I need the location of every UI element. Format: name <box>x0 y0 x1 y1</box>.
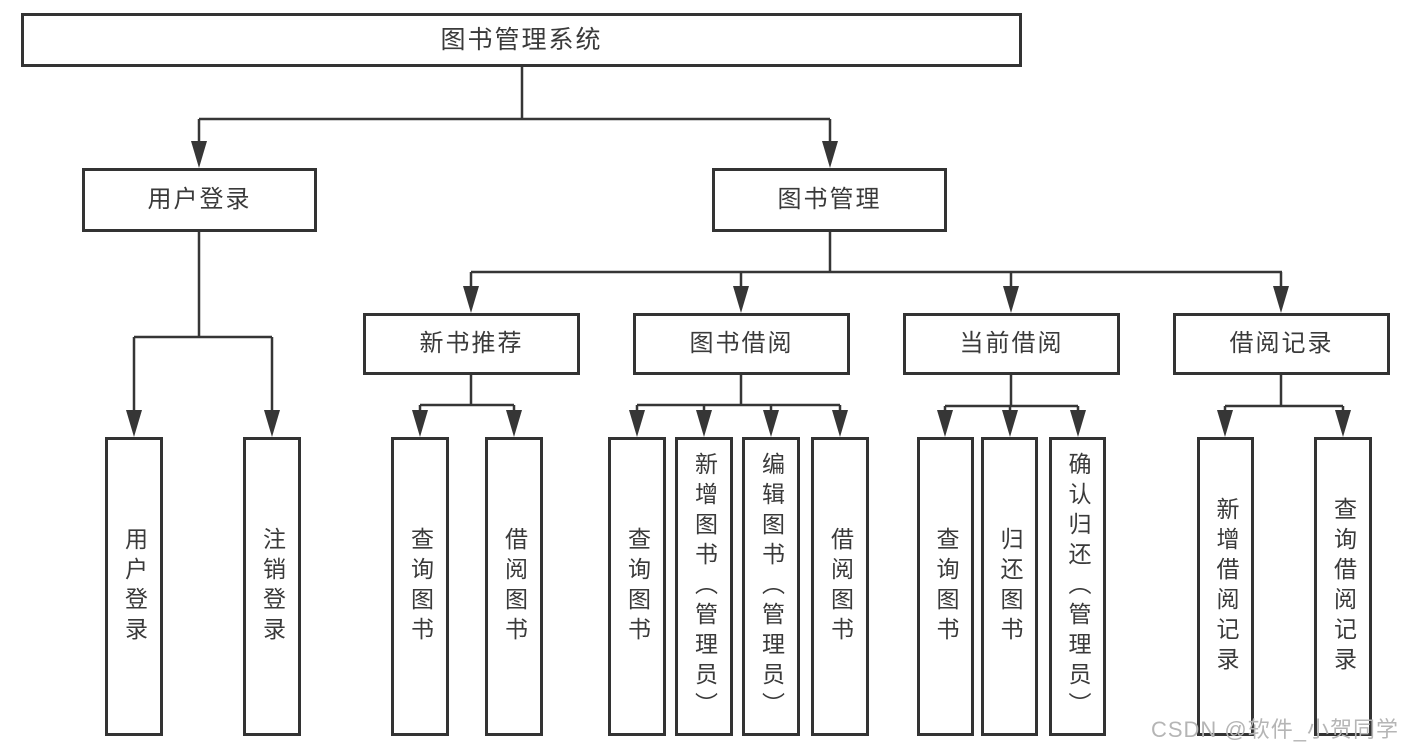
connector-currentborrow-to-leaves <box>943 375 1080 412</box>
leaf-add-books-admin-label: 新增图书（管理员） <box>691 451 718 722</box>
csdn-watermark: CSDN @软件_小贺同学 <box>1150 717 1399 742</box>
leaf-query-books-current: 查询图书 <box>917 437 974 736</box>
node-new-book-recommend: 新书推荐 <box>363 313 580 375</box>
leaf-query-borrow-record: 查询借阅记录 <box>1314 437 1372 736</box>
node-user-login: 用户登录 <box>82 168 317 232</box>
leaf-query-books-borrow: 查询图书 <box>608 437 666 736</box>
leaf-confirm-return-admin: 确认归还（管理员） <box>1049 437 1106 736</box>
leaf-query-books-borrow-label: 查询图书 <box>624 526 651 647</box>
leaf-confirm-return-admin-label: 确认归还（管理员） <box>1065 451 1091 722</box>
node-book-management-label: 图书管理 <box>777 186 882 213</box>
connector-root-to-level2 <box>197 67 832 143</box>
leaf-logout-label: 注销登录 <box>259 526 286 647</box>
node-new-book-recommend-label: 新书推荐 <box>419 330 524 357</box>
node-borrow-records-label: 借阅记录 <box>1229 330 1334 357</box>
node-root: 图书管理系统 <box>21 13 1022 67</box>
leaf-borrow-books: 借阅图书 <box>811 437 869 736</box>
leaf-borrow-books-label: 借阅图书 <box>827 526 854 647</box>
leaf-edit-books-admin-label: 编辑图书（管理员） <box>758 451 785 722</box>
leaf-add-borrow-record: 新增借阅记录 <box>1197 437 1254 736</box>
leaf-borrow-books-recommend-label: 借阅图书 <box>501 526 528 647</box>
leaf-query-books-current-label: 查询图书 <box>933 526 959 647</box>
node-current-borrow-label: 当前借阅 <box>959 330 1064 357</box>
leaf-add-borrow-record-label: 新增借阅记录 <box>1213 496 1239 677</box>
leaf-add-books-admin: 新增图书（管理员） <box>675 437 733 736</box>
leaf-query-borrow-record-label: 查询借阅记录 <box>1330 496 1357 677</box>
leaf-logout: 注销登录 <box>243 437 301 736</box>
connector-bookborrow-to-leaves <box>635 375 842 412</box>
connector-userlogin-to-leaves <box>132 232 274 412</box>
leaf-edit-books-admin: 编辑图书（管理员） <box>742 437 800 736</box>
node-user-login-label: 用户登录 <box>147 186 252 213</box>
node-current-borrow: 当前借阅 <box>903 313 1120 375</box>
node-borrow-records: 借阅记录 <box>1173 313 1390 375</box>
leaf-borrow-books-recommend: 借阅图书 <box>485 437 543 736</box>
connector-records-to-leaves <box>1223 375 1345 412</box>
node-book-management: 图书管理 <box>712 168 947 232</box>
node-root-label: 图书管理系统 <box>440 25 603 54</box>
arrowheads <box>126 141 1351 437</box>
leaf-user-login: 用户登录 <box>105 437 163 736</box>
connector-bookmgmt-to-level3 <box>469 232 1283 288</box>
connector-newbook-to-leaves <box>418 375 516 412</box>
node-book-borrow-label: 图书借阅 <box>689 330 794 357</box>
node-book-borrow: 图书借阅 <box>633 313 850 375</box>
leaf-query-books-recommend: 查询图书 <box>391 437 449 736</box>
leaf-user-login-label: 用户登录 <box>121 526 148 647</box>
leaf-return-books: 归还图书 <box>981 437 1038 736</box>
leaf-return-books-label: 归还图书 <box>997 526 1023 647</box>
leaf-query-books-recommend-label: 查询图书 <box>407 526 434 647</box>
